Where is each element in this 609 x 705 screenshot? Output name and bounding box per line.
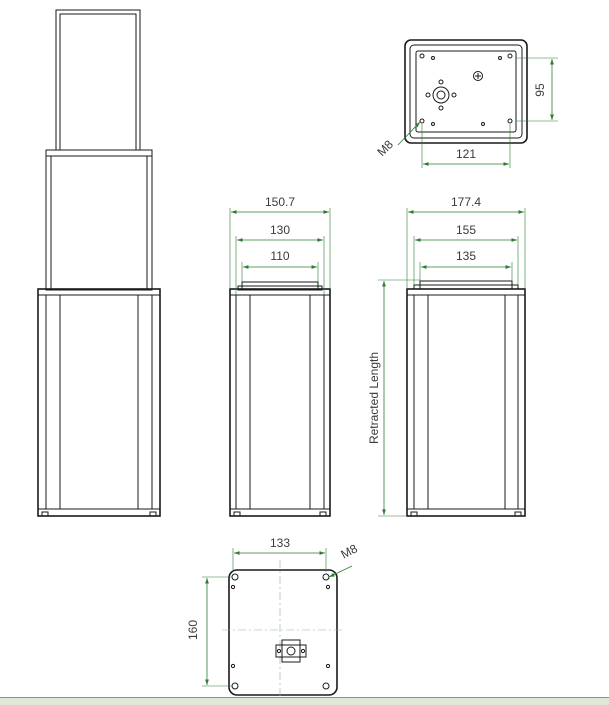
dim-150-7: 150.7 (265, 195, 295, 209)
front-view: 150.7 130 110 (229, 195, 331, 517)
thread-m8-top: M8 (374, 137, 396, 159)
footer-band (0, 697, 609, 705)
side-view: 177.4 155 135 Retracted Length (367, 195, 526, 517)
dim-130: 130 (270, 223, 290, 237)
thread-m8-bottom: M8 (338, 541, 360, 561)
dim-177-4: 177.4 (451, 195, 481, 209)
top-view: 95 121 M8 (374, 39, 558, 168)
dim-110: 110 (270, 249, 289, 263)
retracted-length-label: Retracted Length (367, 352, 381, 444)
dim-95: 95 (533, 83, 547, 97)
dim-121: 121 (456, 147, 476, 161)
dim-135: 135 (456, 249, 476, 263)
bottom-view: 133 160 M8 (186, 536, 360, 700)
extended-column-view (37, 9, 161, 517)
dim-133: 133 (270, 536, 290, 550)
dim-155: 155 (456, 223, 476, 237)
dim-160: 160 (186, 620, 200, 640)
